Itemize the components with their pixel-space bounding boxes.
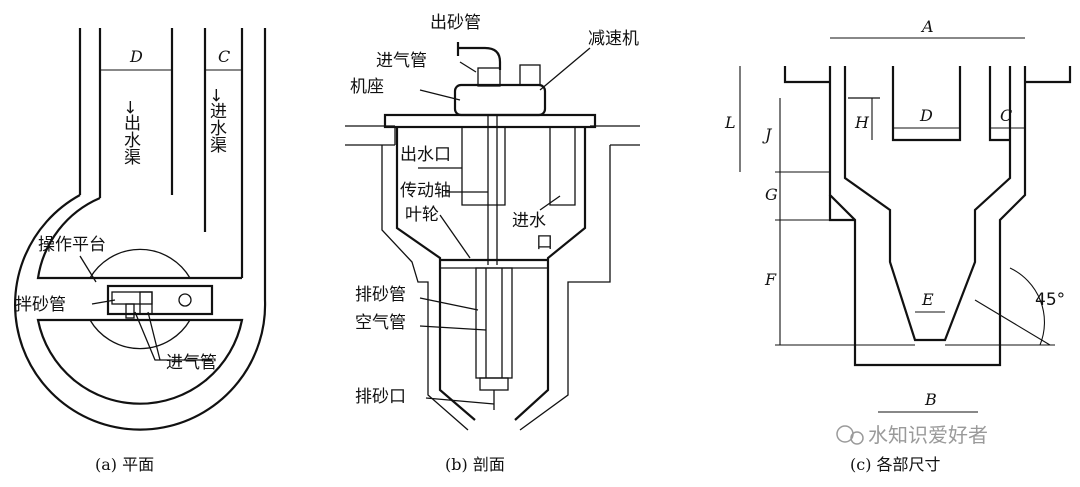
- leader-line: [419, 325, 487, 331]
- label-C: C: [218, 47, 230, 66]
- tank-outer-wall: [519, 145, 611, 431]
- leader-line: [425, 397, 495, 405]
- inner-tank-wall: [395, 127, 476, 421]
- pipe-foot: [479, 377, 509, 391]
- label-L: L: [724, 113, 736, 132]
- label-D: D: [919, 106, 933, 125]
- water-outlet-box: [461, 127, 506, 206]
- panel-b-section: 出砂管 进气管 减速机 机座 出水口 传动轴 叶轮 进水 口 排砂管 空气管 排…: [345, 13, 640, 474]
- reducer-top: [519, 64, 541, 86]
- platform-lower: [36, 318, 244, 405]
- caption-a: (a) 平面: [95, 455, 154, 474]
- label-B: B: [924, 390, 937, 409]
- leader-line: [539, 47, 591, 91]
- air-pipe-label: 空气管: [355, 313, 406, 333]
- center-column: [891, 66, 962, 142]
- air-inlet-pipe-label: 进气管: [376, 51, 427, 71]
- inner-tank-wall: [514, 127, 587, 421]
- label-H: H: [854, 113, 870, 132]
- air-inlet-pipe-label: 进气管: [166, 353, 217, 373]
- base-plate: [383, 113, 597, 129]
- sand-discharge-pipe: [475, 267, 513, 379]
- drive-shaft-label: 传动轴: [400, 181, 451, 201]
- water-outlet-label: 出水口: [400, 145, 451, 165]
- reducer-label: 减速机: [588, 29, 639, 49]
- sand-outlet-pipe: [458, 46, 502, 70]
- tank-outer: [828, 66, 1027, 367]
- inner-circle: [89, 248, 191, 279]
- base-label: 机座: [350, 77, 384, 97]
- watermark: 水知识爱好者: [836, 423, 988, 447]
- label-F: F: [764, 270, 777, 289]
- tank-inner: [843, 66, 1012, 342]
- leader-line: [147, 311, 161, 361]
- stirring-pipe: [111, 291, 153, 305]
- leader-line: [419, 297, 479, 311]
- leader-line: [539, 195, 561, 211]
- label-J: J: [762, 125, 773, 144]
- sand-discharge-port-label: 排砂口: [355, 387, 406, 407]
- right-channel: [988, 66, 1010, 142]
- watermark-text: 水知识爱好者: [868, 423, 988, 447]
- pipe-flange: [477, 67, 501, 87]
- inlet-channel-label: →进水渠: [206, 88, 227, 153]
- panel-c-dimensions: A B D C H E L J G F 45° (c) 各部尺寸: [724, 17, 1072, 474]
- air-pipe-stub: [125, 303, 135, 319]
- platform-upper: [36, 196, 242, 280]
- tank-outer-circle: [14, 194, 267, 431]
- impeller-label: 叶轮: [405, 205, 439, 225]
- label-angle: 45°: [1035, 290, 1065, 310]
- leader-line: [459, 61, 477, 73]
- angle-line: [974, 299, 1051, 346]
- caption-c: (c) 各部尺寸: [850, 455, 941, 474]
- leader-line: [419, 89, 461, 101]
- label-C: C: [1000, 106, 1012, 125]
- operating-platform-label: 操作平台: [38, 235, 106, 255]
- outlet-channel-label: →出水渠: [120, 100, 141, 165]
- reducer-body: [453, 83, 547, 117]
- tank-outer-wall: [381, 145, 469, 431]
- label-A: A: [920, 17, 934, 36]
- leader-line: [439, 214, 471, 259]
- water-inlet-box: [549, 127, 576, 206]
- bridge-plate: [106, 284, 214, 316]
- leader-line: [134, 311, 212, 361]
- inner-circle: [89, 319, 191, 350]
- ground-left: [783, 66, 830, 84]
- air-pipe-vertical: [139, 291, 153, 315]
- label-D: D: [129, 47, 143, 66]
- shaft-hole: [178, 293, 192, 307]
- ground-right: [1025, 66, 1072, 84]
- watermark-icon: [850, 431, 864, 445]
- stirring-pipe-label: 拌砂管: [15, 295, 66, 315]
- angle-arc: [1009, 267, 1046, 346]
- leader-line: [91, 299, 116, 305]
- panel-a-plan: D C →出水渠 →进水渠 操作平台 拌砂管 进气管 (a) 平面: [14, 28, 267, 474]
- leader-line: [79, 255, 97, 283]
- sand-discharge-pipe-label: 排砂管: [355, 285, 406, 305]
- water-inlet-label: 进水: [512, 211, 546, 231]
- caption-b: (b) 剖面: [445, 455, 505, 474]
- water-inlet-label-2: 口: [536, 233, 553, 253]
- label-E: E: [921, 290, 934, 309]
- label-G: G: [765, 185, 778, 204]
- sand-outlet-pipe-label: 出砂管: [430, 13, 481, 33]
